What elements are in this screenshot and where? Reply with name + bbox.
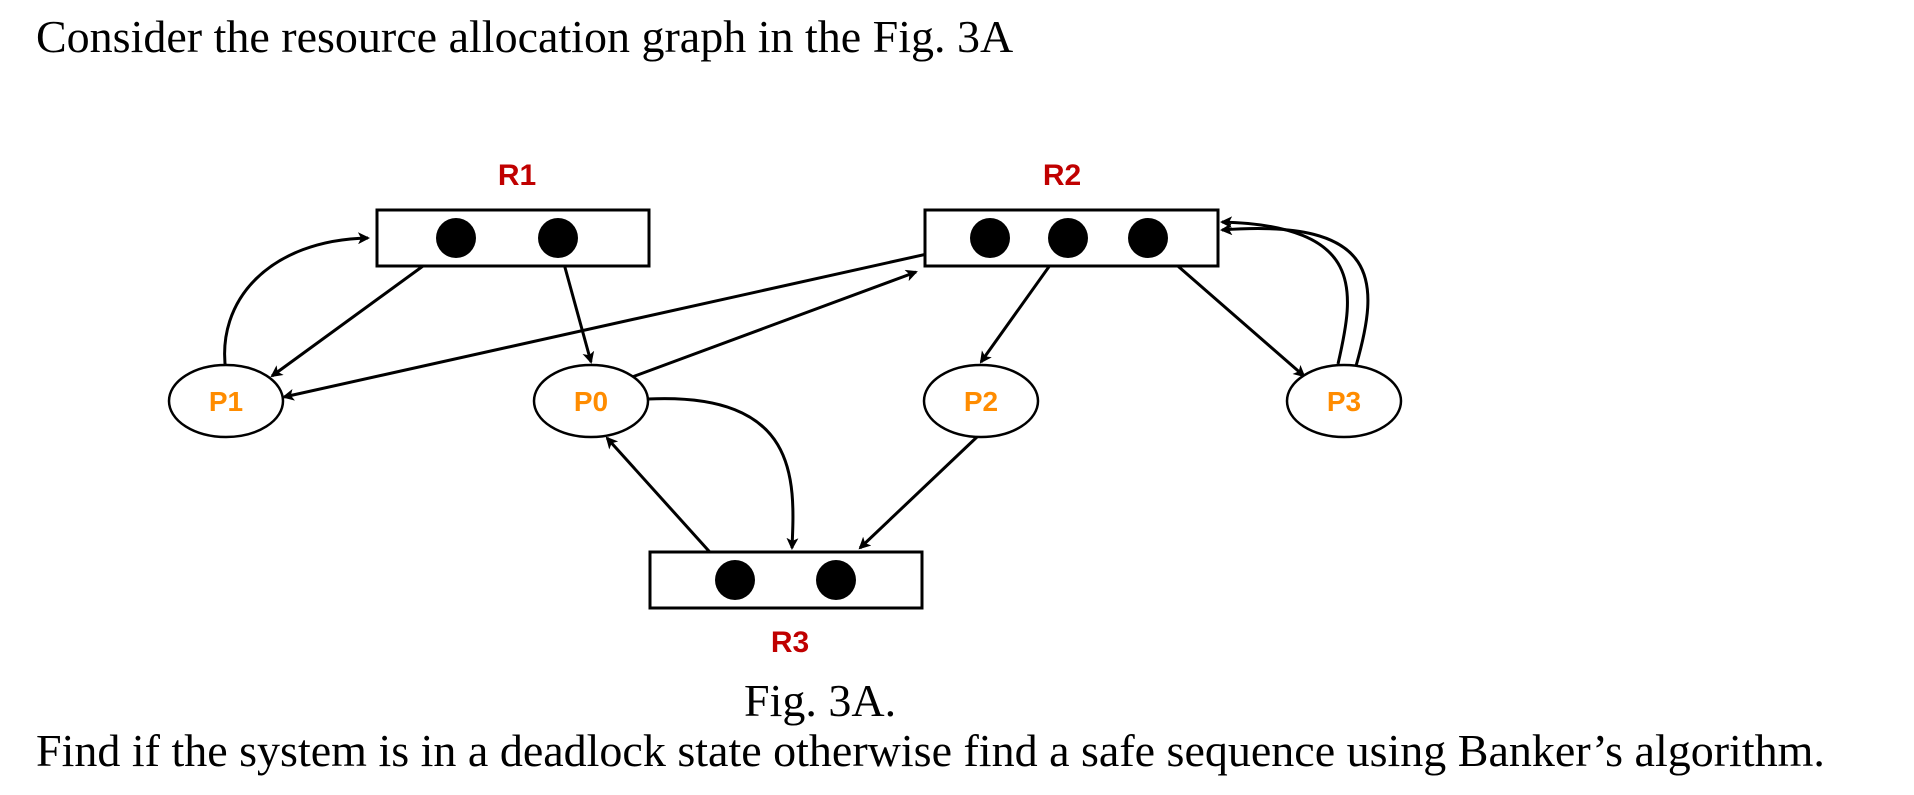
resource-r2 — [923, 208, 1220, 268]
figure-caption: Fig. 3A. — [744, 675, 897, 726]
process-label-p0: P0 — [574, 386, 608, 417]
process-label-p3: P3 — [1327, 386, 1361, 417]
instance-dot — [1048, 218, 1088, 258]
intro-text: Consider the resource allocation graph i… — [36, 11, 1014, 62]
process-label-p2: P2 — [964, 386, 998, 417]
process-p2: P2 — [922, 363, 1040, 439]
edge-p3-request-r2-b — [1220, 223, 1370, 367]
edge-r2-assign-p1 — [282, 238, 991, 401]
resource-label-r1: R1 — [498, 159, 536, 192]
instance-dot — [816, 560, 856, 600]
resource-label-r3: R3 — [771, 626, 809, 659]
resource-label-r2: R2 — [1043, 159, 1081, 192]
resource-r1 — [375, 208, 651, 268]
instance-dot — [1128, 218, 1168, 258]
edge-p0-request-r3 — [647, 397, 799, 550]
edge-p1-request-r1 — [223, 232, 370, 373]
edge-p0-request-r2 — [623, 269, 918, 382]
instance-dot — [436, 218, 476, 258]
process-p1: P1 — [167, 363, 285, 439]
resource-r3 — [648, 550, 924, 610]
edge-p3-request-r2-a — [1220, 216, 1349, 365]
edge-p2-request-r3 — [858, 434, 980, 550]
instance-dot — [970, 218, 1010, 258]
question-text: Find if the system is in a deadlock stat… — [36, 725, 1825, 776]
instance-dot — [538, 218, 578, 258]
process-label-p1: P1 — [209, 386, 243, 417]
instance-dot — [715, 560, 755, 600]
resource-allocation-graph: R1 R2 R3 P1 P0 — [167, 159, 1403, 659]
process-p3: P3 — [1285, 363, 1403, 439]
process-p0: P0 — [532, 363, 650, 439]
